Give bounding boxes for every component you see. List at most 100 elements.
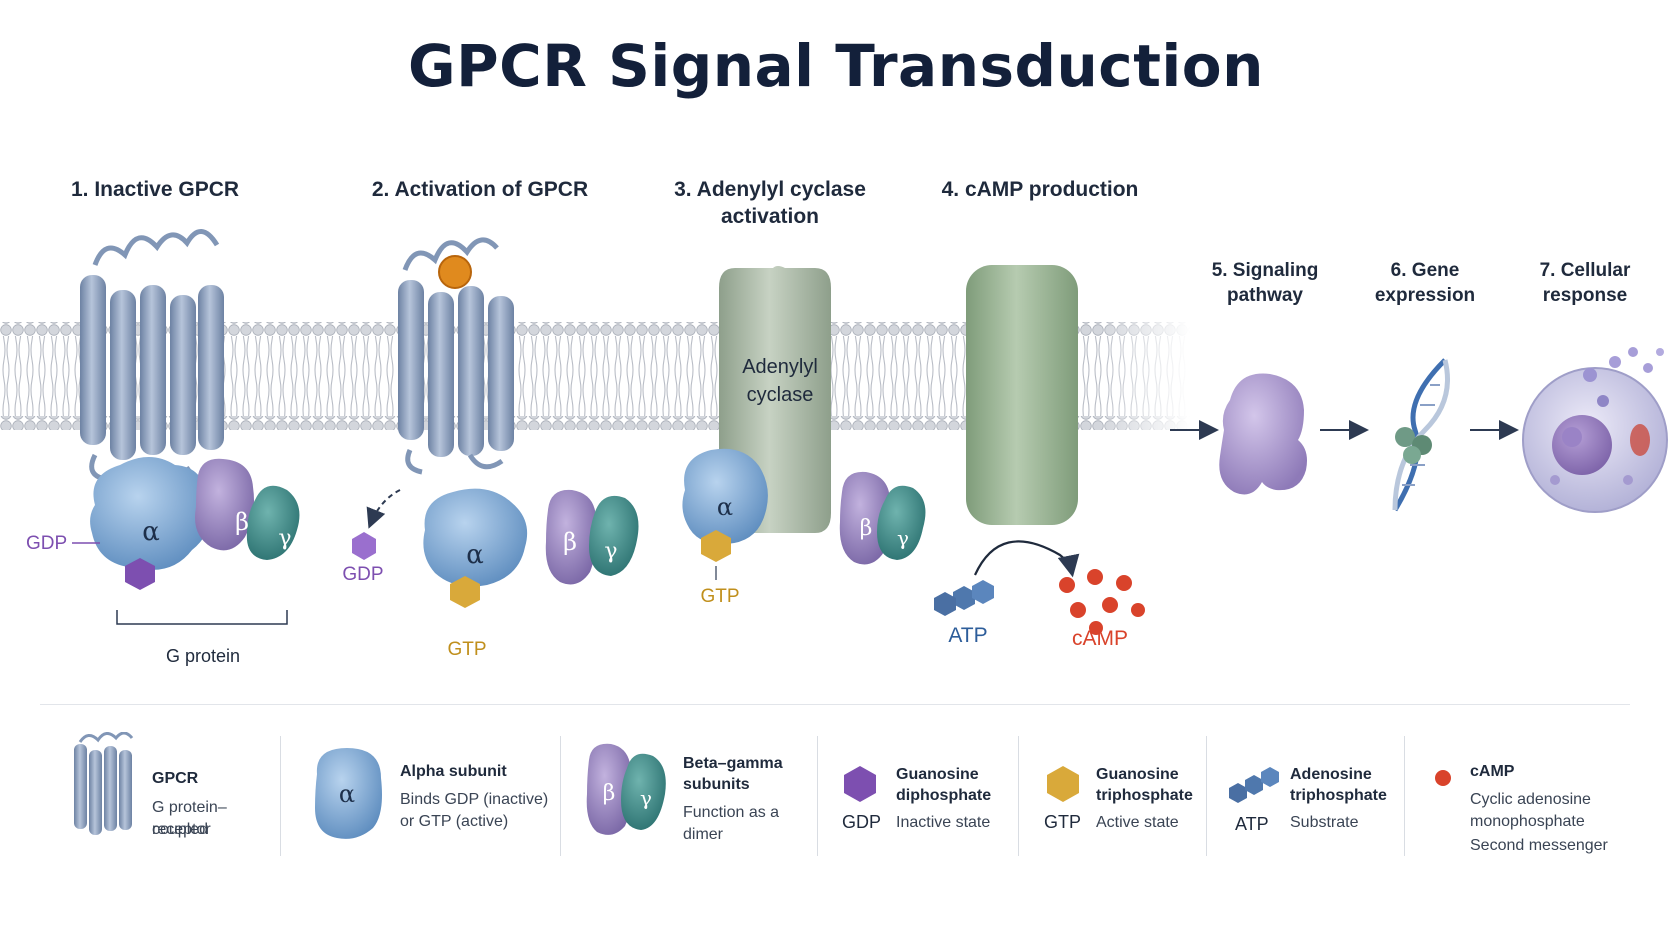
step-3-heading: 3. Adenylyl cyclase activation bbox=[660, 176, 880, 230]
step-2-heading: 2. Activation of GPCR bbox=[360, 176, 600, 203]
beta-label-1: β bbox=[235, 508, 249, 536]
step-1-text: 1. Inactive GPCR bbox=[70, 178, 240, 201]
alpha-label-1: α bbox=[142, 517, 160, 547]
legend: GPCR G protein–coupled receptor α Alpha … bbox=[0, 708, 1672, 908]
legend-gtp-abbr: GTP bbox=[1044, 812, 1082, 832]
step-6-line1: 6. Gene bbox=[1390, 260, 1460, 281]
camp-molecules-icon bbox=[1059, 569, 1145, 635]
step-7-line2: response bbox=[1542, 285, 1628, 306]
active-gpcr-receptor bbox=[398, 237, 514, 475]
alpha-label-3: α bbox=[717, 493, 733, 521]
legend-item-beta-gamma: β γ Beta–gamma subunits Function as a di… bbox=[561, 708, 817, 878]
alpha-subunit-icon: α bbox=[315, 748, 382, 839]
legend-gtp-title-line2: triphosphate bbox=[1096, 787, 1193, 804]
gdp-label-1: GDP bbox=[26, 533, 67, 554]
g-protein-bracket bbox=[116, 610, 288, 625]
step-6-heading: 6. Gene expression bbox=[1350, 258, 1500, 308]
legend-gtp-title-line1: Guanosine bbox=[1096, 766, 1179, 783]
adenylyl-cyclase-2 bbox=[966, 265, 1078, 525]
legend-gpcr-line2: receptor bbox=[152, 821, 211, 838]
dna-helix-icon bbox=[1392, 358, 1450, 512]
legend-betagamma-line1: Function as a bbox=[683, 804, 780, 821]
legend-item-atp: Adenosine triphosphate ATP Substrate bbox=[1207, 708, 1405, 878]
step-2-text: 2. Activation of GPCR bbox=[371, 178, 589, 201]
gamma-label-1: γ bbox=[278, 526, 291, 551]
legend-gdp-desc: Inactive state bbox=[896, 814, 991, 831]
legend-alpha-line2: or GTP (active) bbox=[400, 813, 509, 830]
step-4-heading: 4. cAMP production bbox=[930, 176, 1150, 203]
legend-gpcr-line1: G protein–coupled bbox=[152, 799, 227, 838]
legend-separator bbox=[1018, 736, 1019, 856]
gamma-label-3: γ bbox=[897, 526, 909, 550]
legend-item-alpha: α Alpha subunit Binds GDP (inactive) or … bbox=[281, 708, 561, 878]
cell-icon bbox=[1522, 347, 1668, 513]
step-1-heading: 1. Inactive GPCR bbox=[50, 176, 260, 203]
g-protein-inactive bbox=[90, 457, 300, 590]
inactive-gpcr-receptor bbox=[80, 229, 224, 484]
signaling-protein-icon bbox=[1219, 373, 1307, 495]
legend-gdp-title-line2: diphosphate bbox=[896, 787, 992, 804]
step-7-line1: 7. Cellular bbox=[1539, 260, 1631, 281]
pathway-illustration: α β γ GDP G protein GDP α GTP β γ bbox=[0, 229, 1668, 666]
legend-alpha-line1: Binds GDP (inactive) bbox=[400, 791, 549, 808]
step-5-heading: 5. Signaling pathway bbox=[1190, 258, 1340, 308]
alpha-subunit-gtp-bound bbox=[423, 488, 528, 608]
gdp-label-2: GDP bbox=[342, 564, 383, 585]
legend-separator bbox=[1404, 736, 1405, 856]
gdp-hexagon-icon bbox=[844, 766, 876, 802]
gpcr-icon bbox=[74, 732, 134, 835]
legend-separator bbox=[1206, 736, 1207, 856]
ligand-icon bbox=[438, 255, 472, 289]
legend-atp-abbr: ATP bbox=[1235, 814, 1269, 834]
legend-gdp-abbr: GDP bbox=[842, 812, 882, 832]
alpha-label-2: α bbox=[466, 540, 484, 570]
legend-atp-desc: Substrate bbox=[1290, 814, 1359, 831]
legend-gtp-desc: Active state bbox=[1096, 814, 1179, 831]
legend-item-gtp: Guanosine triphosphate GTP Active state bbox=[1019, 708, 1209, 878]
legend-betagamma-line2: dimer bbox=[683, 826, 724, 843]
atp-icon bbox=[1229, 767, 1279, 803]
legend-item-gpcr: GPCR G protein–coupled receptor bbox=[0, 708, 280, 878]
legend-separator bbox=[817, 736, 818, 856]
camp-icon bbox=[1435, 770, 1451, 786]
atp-label: ATP bbox=[948, 624, 987, 647]
beta-gamma-dimer-2 bbox=[545, 489, 639, 585]
legend-alpha-symbol: α bbox=[339, 780, 355, 808]
legend-gpcr-title: GPCR bbox=[152, 770, 199, 787]
step-4-text: 4. cAMP production bbox=[941, 178, 1139, 201]
step-7-heading: 7. Cellular response bbox=[1510, 258, 1660, 308]
step-3-line1: 3. Adenylyl cyclase bbox=[674, 178, 866, 201]
legend-betagamma-title-line2: subunits bbox=[683, 776, 750, 793]
legend-divider bbox=[40, 704, 1630, 705]
legend-atp-title-line2: triphosphate bbox=[1290, 787, 1387, 804]
atp-molecule-icon bbox=[934, 580, 994, 616]
legend-separator bbox=[280, 736, 281, 856]
legend-beta-symbol: β bbox=[603, 781, 616, 806]
step-6-line2: expression bbox=[1374, 285, 1476, 306]
gtp-label-3: GTP bbox=[700, 586, 739, 607]
adenylyl-cyclase-label-line1: Adenylyl bbox=[742, 356, 818, 378]
legend-item-camp: cAMP Cyclic adenosine monophosphate Seco… bbox=[1405, 708, 1665, 878]
beta-label-3: β bbox=[860, 516, 873, 541]
legend-gamma-symbol: γ bbox=[640, 786, 652, 810]
legend-gdp-title-line1: Guanosine bbox=[896, 766, 979, 783]
beta-gamma-icon: β γ bbox=[586, 743, 666, 835]
conversion-arrow bbox=[973, 540, 1080, 578]
beta-label-2: β bbox=[563, 528, 577, 556]
step-5-line1: 5. Signaling bbox=[1211, 260, 1319, 281]
gtp-label-2: GTP bbox=[447, 639, 486, 660]
adenylyl-cyclase-label-line2: cyclase bbox=[747, 384, 814, 406]
legend-camp-title: cAMP bbox=[1470, 763, 1515, 780]
g-protein-label: G protein bbox=[166, 646, 240, 666]
gdp-released-icon bbox=[352, 532, 376, 560]
legend-separator bbox=[560, 736, 561, 856]
legend-atp-title-line1: Adenosine bbox=[1290, 766, 1372, 783]
gtp-hexagon-icon bbox=[1047, 766, 1079, 802]
beta-gamma-dimer-3 bbox=[839, 471, 926, 565]
gamma-label-2: γ bbox=[604, 539, 617, 564]
legend-camp-line1: Cyclic adenosine bbox=[1470, 791, 1591, 808]
page-title: GPCR Signal Transduction bbox=[408, 32, 1264, 100]
legend-camp-line2: monophosphate bbox=[1470, 813, 1585, 830]
camp-label: cAMP bbox=[1072, 627, 1128, 650]
